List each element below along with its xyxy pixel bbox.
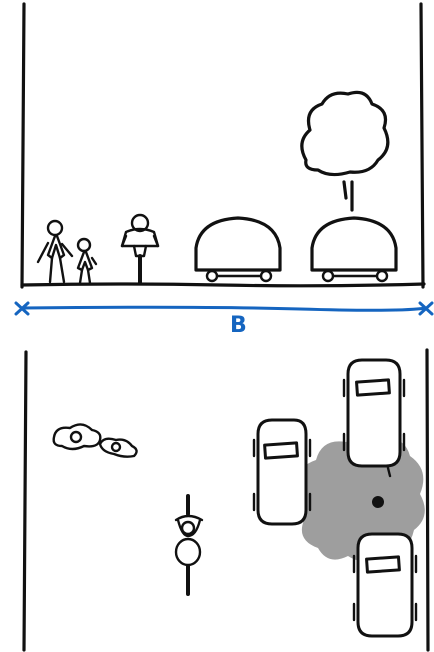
right-boundary-wall (421, 4, 423, 287)
parked-car-top-icon (344, 360, 404, 476)
left-boundary-wall (24, 352, 26, 650)
dimension-label: B (230, 313, 247, 338)
pedestrian-child-icon (78, 239, 96, 283)
pedestrians-top-icon (54, 424, 137, 456)
plan-view (24, 350, 428, 650)
left-boundary-wall (22, 4, 24, 287)
tree-trunk-dot (372, 496, 384, 508)
pedestrian-adult-icon (38, 221, 72, 282)
parked-car-front-icon (196, 218, 280, 281)
ground-line (22, 284, 424, 286)
tree-icon (302, 92, 388, 210)
cyclist-top-icon (176, 496, 202, 594)
elevation-view: B (16, 4, 432, 338)
right-boundary-wall (427, 350, 428, 650)
parked-car-top-icon (354, 534, 416, 636)
parked-car-front-icon (312, 218, 396, 281)
width-dimension: B (16, 303, 432, 338)
parked-car-top-icon (254, 420, 310, 524)
cyclist-front-icon (122, 215, 158, 283)
